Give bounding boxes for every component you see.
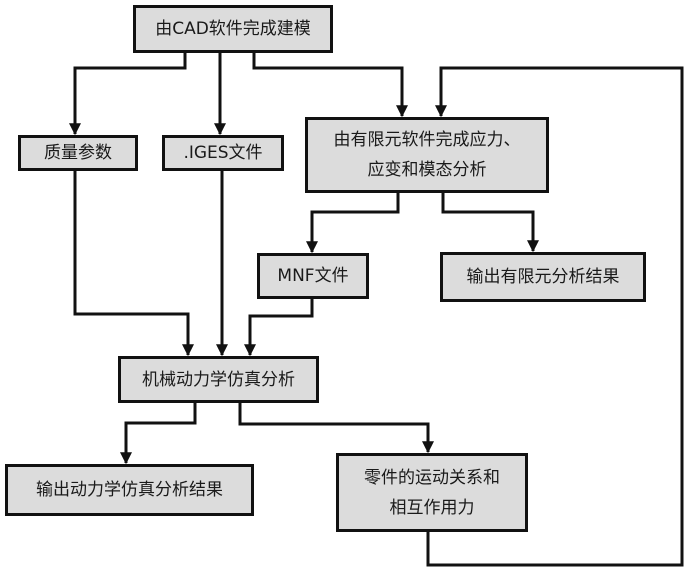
- node-label: 质量参数: [44, 143, 112, 163]
- edge-mass-to-mbd: [73, 171, 194, 357]
- node-mass-params: 质量参数: [18, 135, 138, 171]
- node-label-line-1: 由有限元软件完成应力、: [333, 130, 521, 150]
- node-cad-modeling: 由CAD软件完成建模: [133, 5, 333, 53]
- edge-parts-to-fea-feedback: [426, 66, 684, 567]
- node-label: 由CAD软件完成建模: [155, 19, 311, 39]
- node-iges-file: .IGES文件: [162, 135, 284, 171]
- node-fea-output: 输出有限元分析结果: [440, 252, 646, 302]
- node-part-motion: 零件的运动关系和 相互作用力: [336, 453, 528, 532]
- node-mbd-simulation: 机械动力学仿真分析: [118, 356, 319, 403]
- node-label: MNF文件: [277, 266, 349, 286]
- node-mnf-file: MNF文件: [257, 253, 369, 299]
- edge-cad-to-fea: [252, 53, 408, 118]
- node-label-line-2: 应变和模态分析: [367, 160, 487, 180]
- node-label: 输出动力学仿真分析结果: [36, 480, 223, 500]
- node-label-line-2: 相互作用力: [389, 497, 475, 518]
- edge-mbd-to-mbdout: [120, 403, 197, 465]
- node-label: .IGES文件: [183, 143, 263, 163]
- edge-mbd-to-parts: [238, 403, 434, 454]
- node-label: 机械动力学仿真分析: [142, 369, 295, 390]
- node-fea-analysis: 由有限元软件完成应力、 应变和模态分析: [305, 117, 549, 193]
- node-mbd-output: 输出动力学仿真分析结果: [5, 464, 254, 516]
- node-label-line-1: 零件的运动关系和: [364, 467, 500, 488]
- edge-mnf-to-mbd: [244, 299, 314, 357]
- node-label: 输出有限元分析结果: [466, 267, 620, 287]
- edge-cad-to-mass: [69, 53, 187, 136]
- edge-fea-to-feaout: [441, 193, 539, 253]
- edge-fea-to-mnf: [306, 193, 400, 254]
